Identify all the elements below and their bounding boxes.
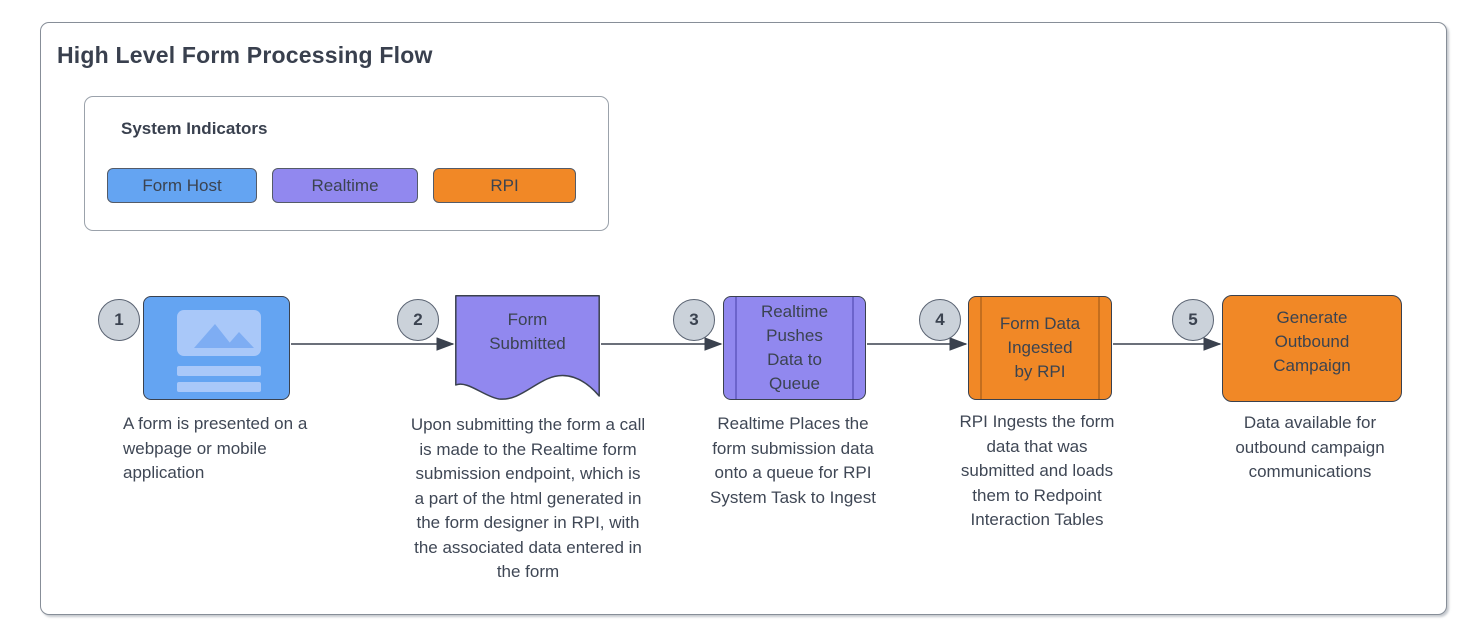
legend-item-realtime: Realtime <box>272 168 418 203</box>
step-2-description: Upon submitting the form a call is made … <box>410 415 646 581</box>
step-1-description: A form is presented on a webpage or mobi… <box>123 414 308 482</box>
legend-box: System Indicators Form Host Realtime RPI <box>84 96 609 231</box>
step-4-number: 4 <box>919 299 961 341</box>
legend-row: Form Host Realtime RPI <box>107 168 576 203</box>
legend-item-label: Form Host <box>142 175 222 195</box>
step-3-description: Realtime Places the form submission data… <box>710 414 876 507</box>
step-3-number: 3 <box>673 299 715 341</box>
step-4-shape-label: Form Data Ingested by RPI <box>999 314 1081 381</box>
step-3-shape-queue: Realtime Pushes Data to Queue <box>723 296 866 400</box>
predefined-process-line <box>1098 297 1100 399</box>
step-5-shape-campaign: Generate Outbound Campaign <box>1222 295 1402 402</box>
predefined-process-line <box>980 297 982 399</box>
legend-item-form-host: Form Host <box>107 168 257 203</box>
mountain-icon <box>194 324 254 348</box>
page-title: High Level Form Processing Flow <box>57 42 433 68</box>
legend-item-label: Realtime <box>311 175 379 195</box>
step-3-shape-label: Realtime Pushes Data to Queue <box>760 302 829 393</box>
step-2-shape-document: Form Submitted <box>455 295 600 403</box>
text-line-bar <box>177 382 261 392</box>
legend-item-label: RPI <box>490 175 519 195</box>
step-1-number: 1 <box>98 299 140 341</box>
legend-title: System Indicators <box>121 119 268 138</box>
legend-item-rpi: RPI <box>433 168 576 203</box>
document-shape-outline <box>455 295 600 400</box>
text-line-bar <box>177 366 261 376</box>
step-4-shape-ingest: Form Data Ingested by RPI <box>968 296 1112 400</box>
predefined-process-line <box>852 297 854 399</box>
step-4-description: RPI Ingests the form data that was submi… <box>959 412 1115 529</box>
step-5-shape-label: Generate Outbound Campaign <box>1273 307 1351 375</box>
step-5-number: 5 <box>1172 299 1214 341</box>
predefined-process-line <box>735 297 737 399</box>
step-1-shape-form-host <box>143 296 290 400</box>
step-2-shape-label: Form Submitted <box>489 310 566 353</box>
step-2-number: 2 <box>397 299 439 341</box>
image-placeholder-icon <box>177 310 261 356</box>
step-5-description: Data available for outbound campaign com… <box>1235 413 1385 481</box>
